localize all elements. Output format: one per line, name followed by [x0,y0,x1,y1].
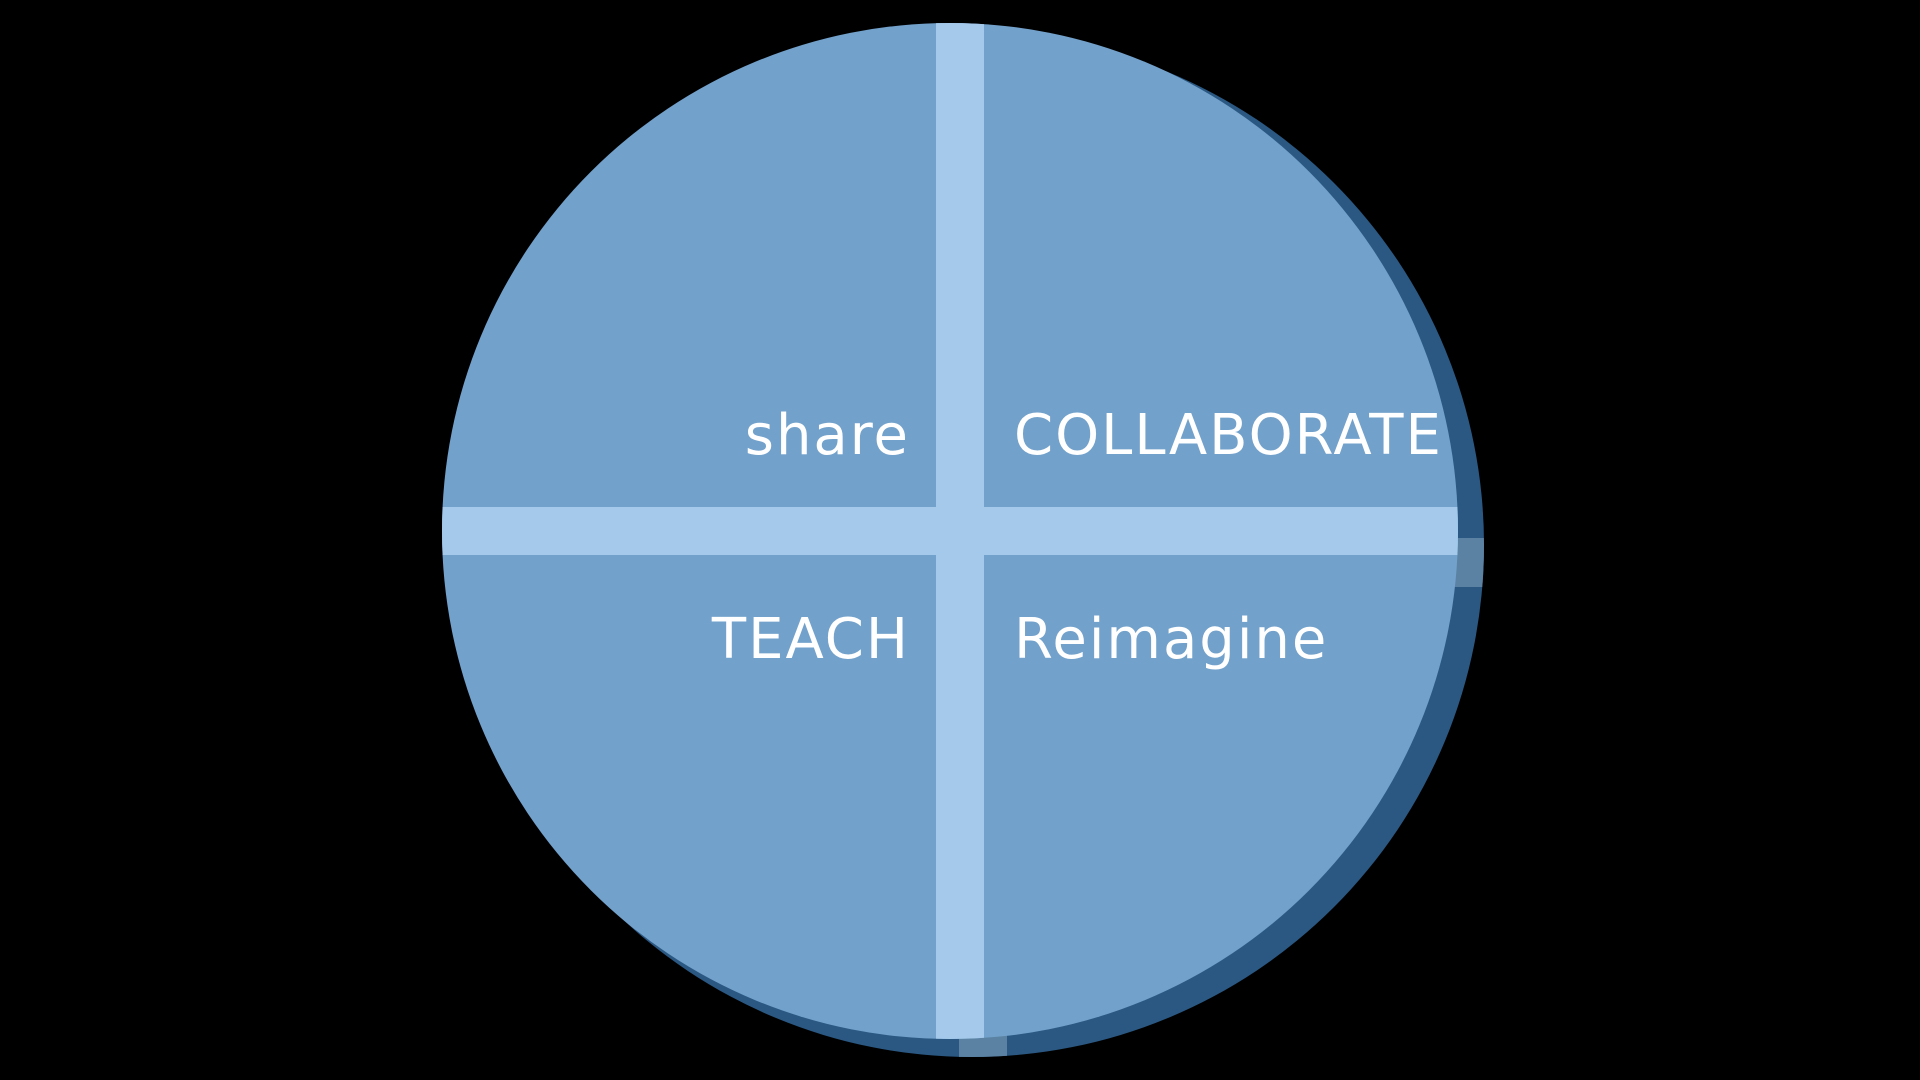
horizontal-divider [442,507,1458,555]
quadrant-label-share: share [744,403,910,468]
quadrant-label-collaborate: COLLABORATE [1014,403,1443,468]
quadrant-label-reimagine: Reimagine [1014,607,1329,672]
quadrant-label-teach: TEACH [711,607,910,672]
